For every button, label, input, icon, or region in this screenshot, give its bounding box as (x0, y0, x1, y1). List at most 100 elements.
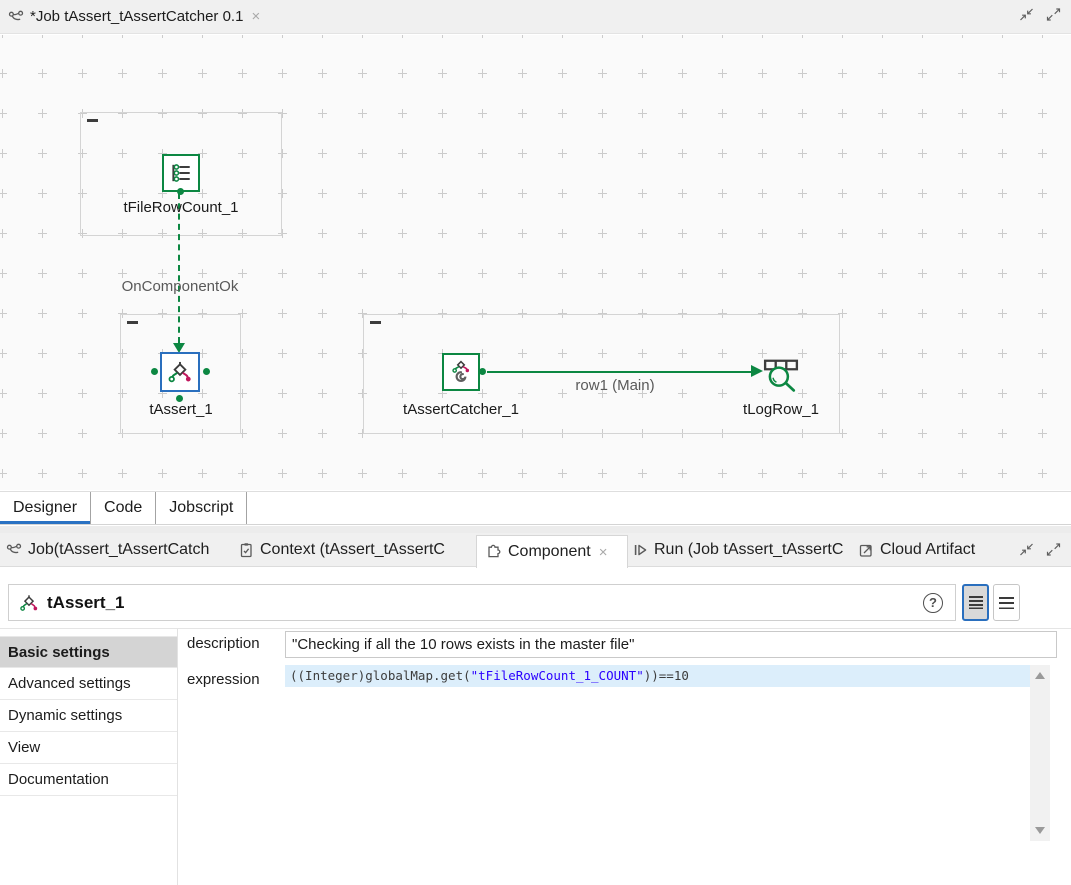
sidebar-item-basic-settings[interactable]: Basic settings (0, 636, 177, 668)
close-icon[interactable]: × (251, 8, 261, 25)
collapse-handle-icon[interactable] (87, 119, 98, 122)
sidebar-item-view[interactable]: View (0, 732, 177, 764)
connection-label-oncomponentok[interactable]: OnComponentOk (121, 278, 239, 295)
help-icon[interactable]: ? (923, 592, 943, 613)
grid-mark (718, 389, 727, 398)
grid-mark (398, 349, 407, 358)
grid-mark (878, 309, 887, 318)
grid-mark (958, 189, 967, 198)
tab-job-view[interactable]: Job(tAssert_tAssertCatch (6, 533, 209, 567)
grid-mark (38, 429, 47, 438)
grid-mark (998, 309, 1007, 318)
grid-mark (238, 349, 247, 358)
component-tlogrow[interactable] (760, 355, 802, 393)
grid-mark (38, 229, 47, 238)
tab-label: Component (508, 543, 591, 560)
component-label[interactable]: tLogRow_1 (743, 401, 819, 418)
grid-mark (238, 69, 247, 78)
component-tfilerowcount[interactable] (162, 154, 200, 192)
sidebar-item-advanced-settings[interactable]: Advanced settings (0, 668, 177, 700)
component-label[interactable]: tFileRowCount_1 (123, 199, 239, 216)
grid-mark (1038, 469, 1047, 478)
expression-scrollbar[interactable] (1030, 665, 1050, 841)
grid-mark (878, 35, 887, 38)
grid-mark (518, 149, 527, 158)
grid-mark (638, 69, 647, 78)
connector-dot[interactable] (176, 395, 183, 402)
design-canvas[interactable]: tFileRowCount_1 OnComponentOk tAssert_1 (0, 35, 1071, 490)
connector-dot[interactable] (479, 368, 486, 375)
tab-run-view[interactable]: Run (Job tAssert_tAssertC (632, 533, 843, 567)
grid-mark (158, 389, 167, 398)
grid-mark (238, 189, 247, 198)
restore-icon[interactable] (1019, 8, 1034, 21)
grid-mark (798, 189, 807, 198)
grid-mark (718, 109, 727, 118)
component-label[interactable]: tAssert_1 (149, 401, 213, 418)
sidebar-item-documentation[interactable]: Documentation (0, 764, 177, 796)
component-tassert[interactable] (160, 352, 200, 392)
grid-mark (678, 35, 687, 38)
subjob-box-tassert[interactable] (120, 314, 241, 434)
grid-mark (638, 269, 647, 278)
grid-mark (878, 189, 887, 198)
grid-mark (958, 309, 967, 318)
tab-jobscript[interactable]: Jobscript (156, 492, 248, 524)
box-arrow-icon (858, 542, 874, 558)
grid-mark (38, 269, 47, 278)
table-magnifier-icon (761, 356, 801, 392)
grid-mark (158, 469, 167, 478)
grid-mark (198, 469, 207, 478)
grid-mark (78, 149, 87, 158)
row-connection-line[interactable] (487, 371, 753, 373)
grid-mark (838, 69, 847, 78)
description-input[interactable] (285, 631, 1057, 658)
tab-label: Run (Job tAssert_tAssertC (654, 541, 844, 558)
grid-mark (118, 35, 127, 38)
grid-mark (1038, 309, 1047, 318)
grid-mark (118, 469, 127, 478)
collapse-handle-icon[interactable] (370, 321, 381, 324)
component-panel: tAssert_1 ? Basic settings Advanced sett… (0, 567, 1071, 885)
connection-label-row1[interactable]: row1 (Main) (575, 377, 655, 394)
component-tassertcatcher[interactable] (442, 353, 480, 391)
grid-mark (198, 349, 207, 358)
connector-dot[interactable] (203, 368, 210, 375)
tab-designer[interactable]: Designer (0, 492, 92, 524)
grid-mark (278, 349, 287, 358)
tab-context-view[interactable]: Context (tAssert_tAssertC (238, 533, 445, 567)
component-label[interactable]: tAssertCatcher_1 (403, 401, 519, 418)
collapse-handle-icon[interactable] (127, 321, 138, 324)
close-icon[interactable]: × (598, 543, 608, 561)
restore-icon[interactable] (1019, 543, 1034, 556)
scroll-down-icon[interactable] (1035, 827, 1045, 834)
grid-mark (918, 469, 927, 478)
grid-mark (838, 35, 847, 38)
subjob-box-catcher[interactable] (363, 314, 840, 434)
grid-mark (758, 149, 767, 158)
grid-mark (238, 469, 247, 478)
clipboard-check-icon (238, 542, 254, 558)
grid-mark (718, 69, 727, 78)
scroll-up-icon[interactable] (1035, 672, 1045, 679)
view-spaced-button[interactable] (993, 584, 1020, 621)
job-icon (8, 10, 24, 24)
tab-component-view[interactable]: Component × (476, 535, 628, 568)
subjob-box-filerowcount[interactable] (80, 112, 282, 236)
view-dense-button[interactable] (962, 584, 989, 621)
tab-cloud-artifact[interactable]: Cloud Artifact (858, 533, 975, 567)
tab-code[interactable]: Code (91, 492, 157, 524)
grid-mark (1038, 109, 1047, 118)
editor-tab-job[interactable]: *Job tAssert_tAssertCatcher 0.1 × (0, 0, 270, 33)
grid-mark (718, 229, 727, 238)
trigger-connection-line[interactable] (178, 193, 180, 343)
grid-mark (998, 389, 1007, 398)
sidebar-item-dynamic-settings[interactable]: Dynamic settings (0, 700, 177, 732)
maximize-icon[interactable] (1046, 543, 1061, 556)
connector-dot[interactable] (177, 188, 184, 195)
grid-mark (998, 69, 1007, 78)
maximize-icon[interactable] (1046, 8, 1061, 21)
expression-editor[interactable]: ((Integer)globalMap.get("tFileRowCount_1… (285, 665, 1030, 841)
connector-dot[interactable] (151, 368, 158, 375)
expression-code-line[interactable]: ((Integer)globalMap.get("tFileRowCount_1… (285, 665, 1030, 687)
